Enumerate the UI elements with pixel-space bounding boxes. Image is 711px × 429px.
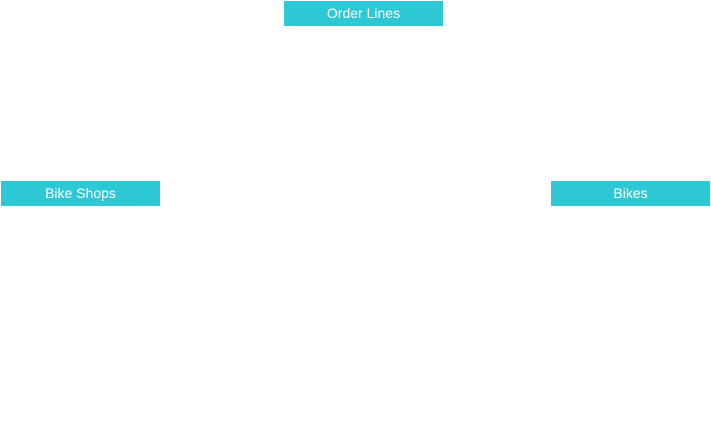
node-bike-shops[interactable]: Bike Shops bbox=[1, 181, 160, 206]
node-order-lines[interactable]: Order Lines bbox=[284, 1, 443, 26]
node-bikes[interactable]: Bikes bbox=[551, 181, 710, 206]
